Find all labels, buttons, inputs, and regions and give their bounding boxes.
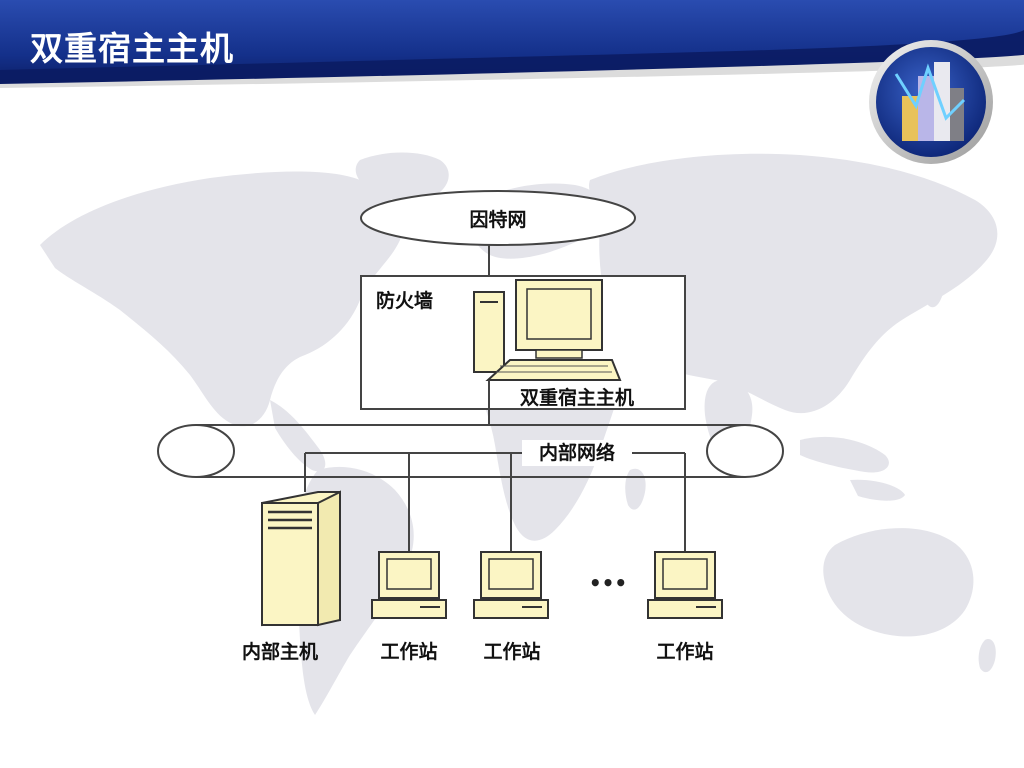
dual-homed-host-icon [473,279,622,381]
internet-cloud [360,190,636,246]
more-workstations-ellipsis: ••• [589,571,627,595]
workstation-label-2: 工作站 [483,640,540,663]
workstation-label-3: 工作站 [656,640,713,663]
workstation-label-1: 工作站 [380,640,437,663]
internal-host-label: 内部主机 [242,640,318,663]
workstation-icon-2 [473,551,549,619]
slide-title: 双重宿主主机 [30,29,234,68]
dual-homed-host-label: 双重宿主主机 [520,386,634,409]
chart-logo-icon [869,40,993,164]
internal-network-label: 内部网络 [539,441,615,464]
workstation-icon-1 [371,551,447,619]
internet-label: 因特网 [469,209,526,231]
workstation-icon-3 [647,551,723,619]
internal-network-bus [157,424,784,478]
internal-host-server-icon [261,490,341,627]
header-bar [0,0,1024,92]
firewall-label: 防火墙 [376,289,433,312]
